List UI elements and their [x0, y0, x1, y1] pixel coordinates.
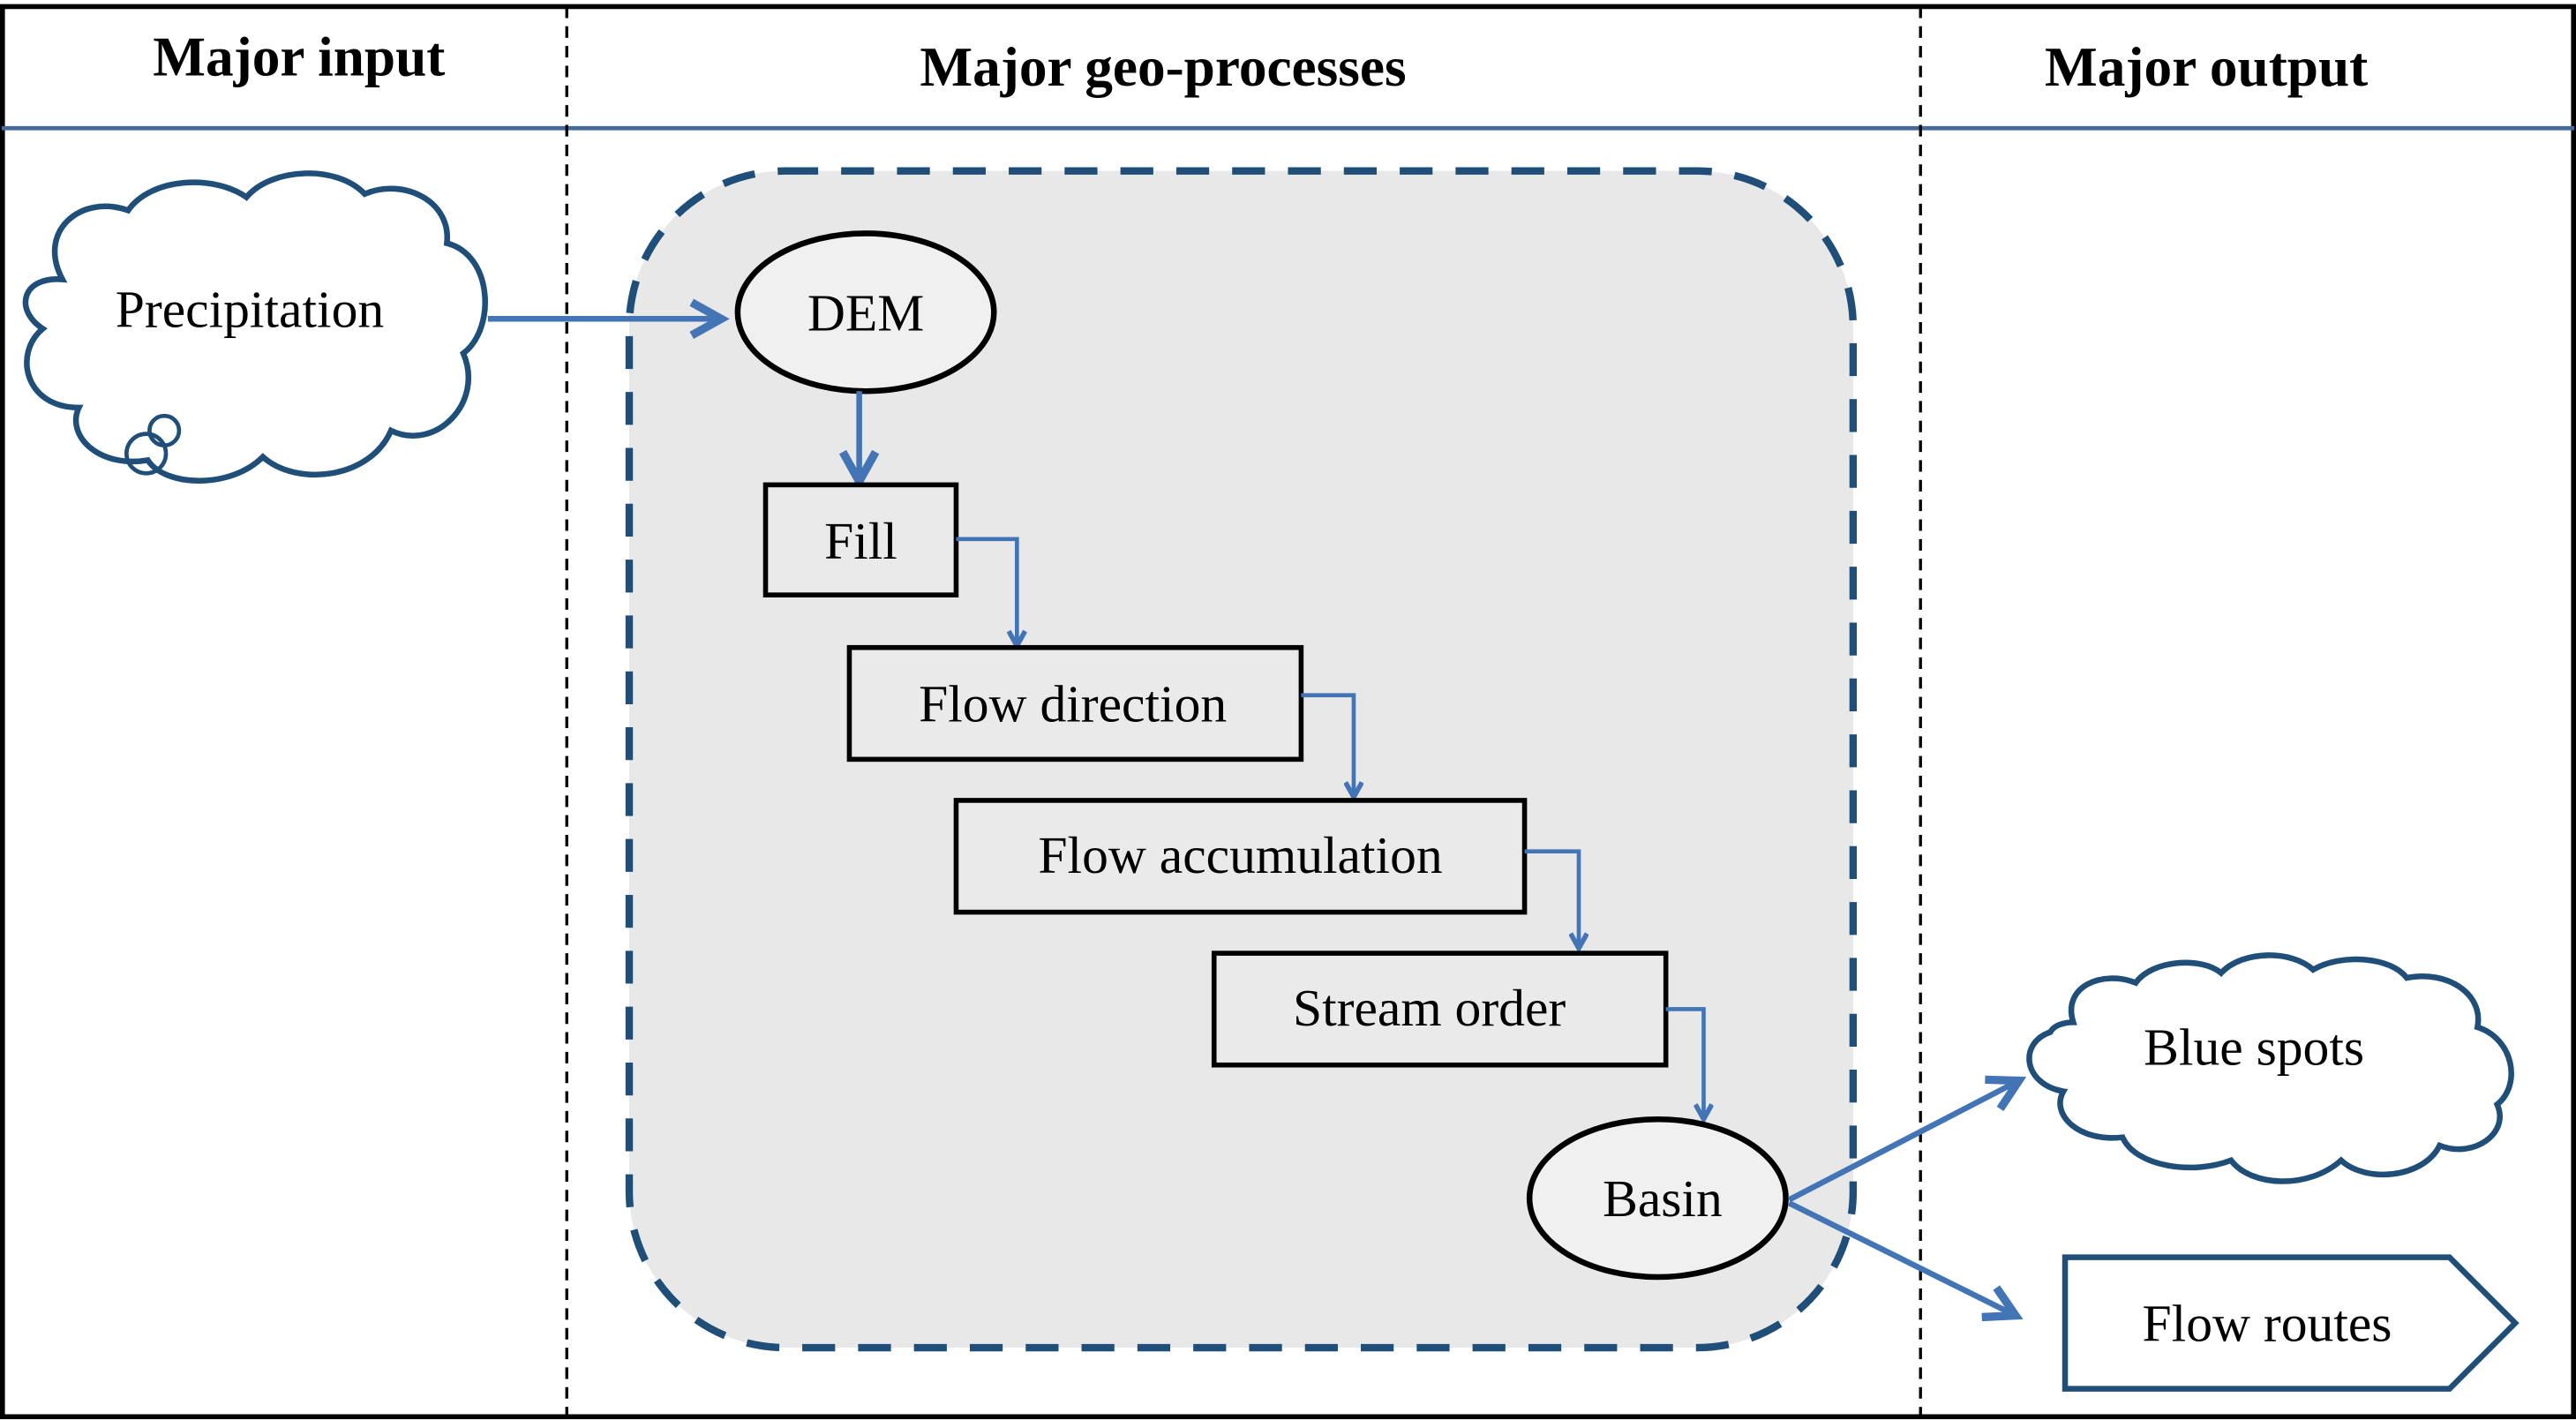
- cloud-shape-icon: [22, 170, 488, 484]
- dem-label: DEM: [807, 283, 924, 342]
- column-header-processes: Major geo-processes: [920, 36, 1406, 98]
- arrow-stream-order-to-basin: [1665, 1007, 1704, 1117]
- fill-label: Fill: [824, 512, 897, 570]
- column-header-output: Major output: [2045, 36, 2368, 98]
- column-header-input: Major input: [153, 26, 445, 88]
- arrow-flow-direction-to-accumulation: [1301, 693, 1354, 796]
- flow-accumulation-label: Flow accumulation: [1038, 826, 1442, 884]
- flow-routes-node[interactable]: Flow routes: [2062, 1254, 2520, 1392]
- basin-label: Basin: [1603, 1169, 1723, 1228]
- flow-direction-label: Flow direction: [919, 675, 1227, 733]
- stream-order-label: Stream order: [1293, 979, 1566, 1037]
- blue-spots-node[interactable]: Blue spots: [2026, 952, 2514, 1184]
- flow-accumulation-node[interactable]: Flow accumulation: [953, 798, 1528, 915]
- stream-order-node[interactable]: Stream order: [1211, 950, 1669, 1068]
- basin-node[interactable]: Basin: [1526, 1116, 1789, 1281]
- flow-direction-node[interactable]: Flow direction: [846, 644, 1304, 763]
- cloud-shape-icon: [2026, 952, 2514, 1184]
- flow-routes-label: Flow routes: [2143, 1295, 2392, 1353]
- arrow-fill-to-flow-direction: [956, 537, 1017, 644]
- arrow-basin-to-blue-spots: [1787, 1081, 2017, 1203]
- arrow-accumulation-to-stream-order: [1524, 849, 1579, 947]
- blue-spots-label: Blue spots: [2144, 1018, 2364, 1077]
- precipitation-label: Precipitation: [116, 281, 384, 339]
- precipitation-node[interactable]: Precipitation: [22, 170, 488, 484]
- fill-node[interactable]: Fill: [762, 482, 959, 597]
- pentagon-shape-icon: [2062, 1254, 2520, 1392]
- arrow-basin-to-flow-routes: [1787, 1200, 2014, 1315]
- dem-node[interactable]: DEM: [734, 230, 997, 394]
- cloud-bubble-icon: [124, 432, 169, 476]
